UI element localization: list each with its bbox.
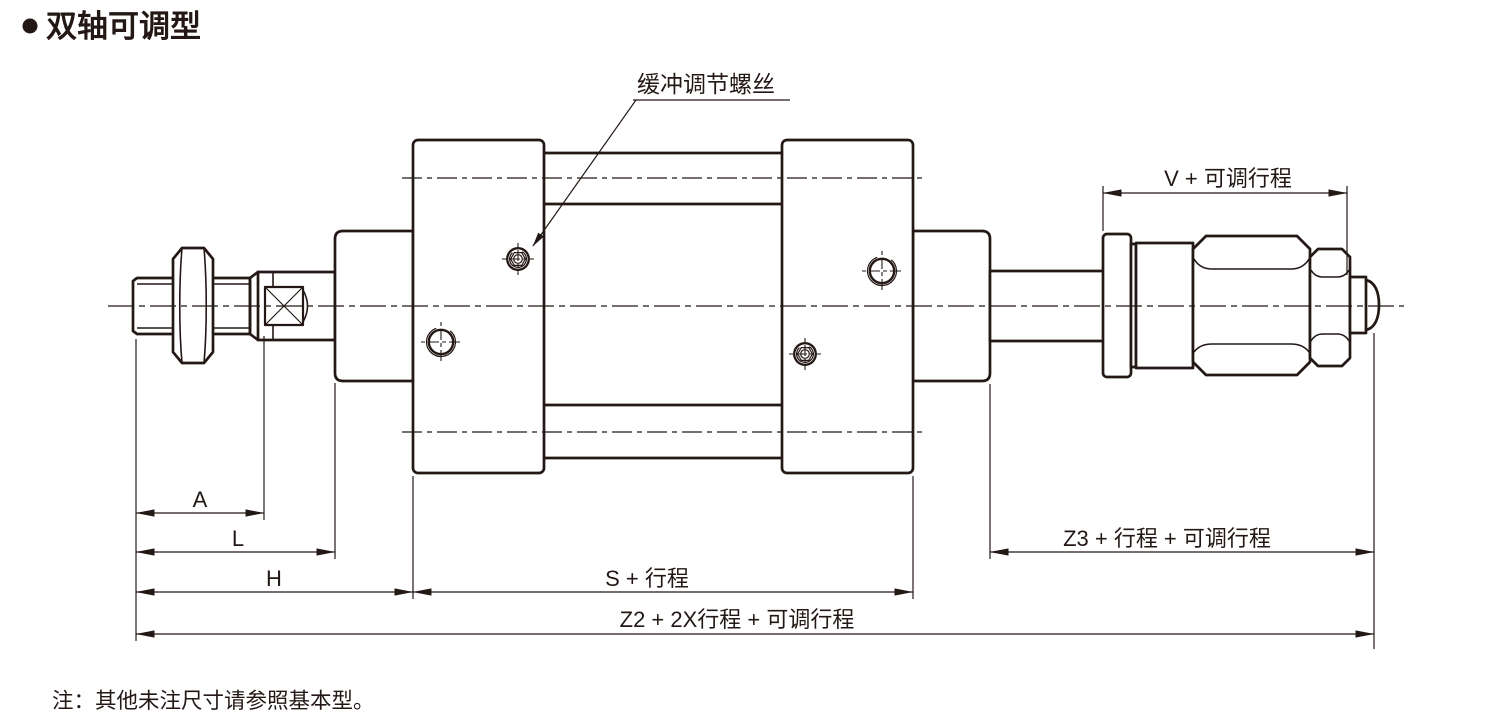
title-bullet-icon <box>22 18 38 34</box>
port-hole-right <box>862 251 902 291</box>
lock-nut-facets <box>1310 269 1350 342</box>
thread-stub-dome <box>1364 278 1381 332</box>
lock-nut-small-hex <box>1308 247 1352 368</box>
adjuster-hex-facets <box>1193 258 1310 353</box>
cushion-screw-left <box>502 243 534 275</box>
centerlines <box>108 177 1404 433</box>
dim-label-S: S + 行程 <box>605 566 689 591</box>
dim-label-Z3: Z3 + 行程 + 可调行程 <box>1063 526 1271 551</box>
footnote: 注：其他未注尺寸请参照基本型。 <box>52 689 375 713</box>
dim-label-H: H <box>266 566 282 591</box>
thread-stub-right <box>1348 275 1368 335</box>
page-title: 双轴可调型 <box>46 9 201 44</box>
dimensions: A L H S + 行程 Z2 + 2X行程 + 可调行程 Z3 + 行程 + … <box>135 166 1375 649</box>
callout-label: 缓冲调节螺丝 <box>637 71 775 97</box>
extension-lines <box>135 186 1375 649</box>
cushion-screw-right <box>789 338 821 370</box>
callout-leader-line <box>532 99 637 247</box>
header: 双轴可调型 <box>22 9 201 44</box>
dim-label-A: A <box>193 487 208 512</box>
dim-label-L: L <box>232 526 244 551</box>
port-hole-left <box>421 322 461 362</box>
cushion-screw-callout: 缓冲调节螺丝 <box>532 71 790 247</box>
dim-label-V: V + 可调行程 <box>1164 166 1292 191</box>
dim-label-Z2: Z2 + 2X行程 + 可调行程 <box>620 607 855 632</box>
